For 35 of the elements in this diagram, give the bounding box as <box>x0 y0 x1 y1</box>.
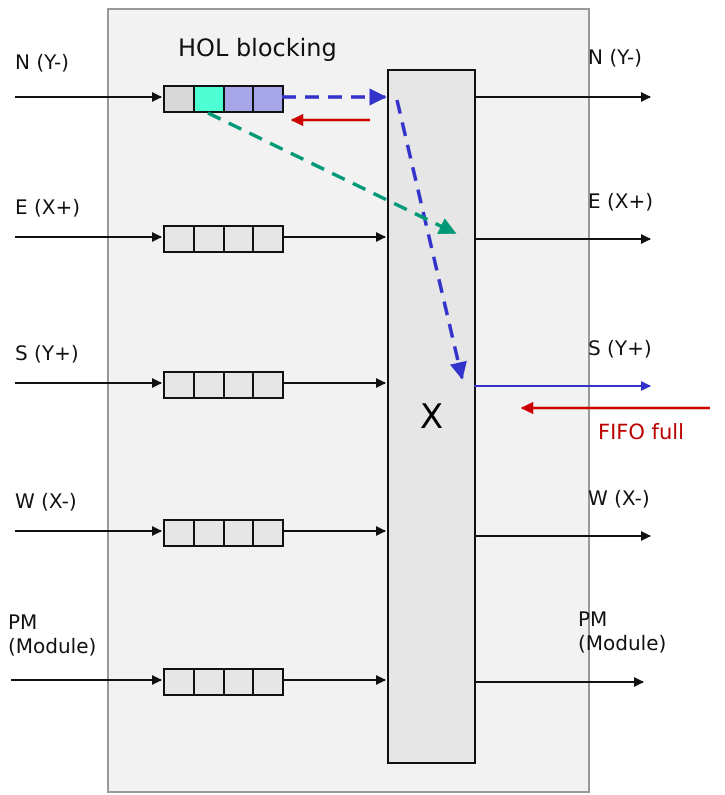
arrow <box>15 232 162 242</box>
arrow <box>474 677 644 687</box>
fifo-queue <box>163 225 284 253</box>
arrow <box>15 378 162 388</box>
fifo-queue <box>163 371 284 399</box>
crossbar-switch <box>387 69 476 764</box>
output-port-label: W (X-) <box>587 486 650 510</box>
fifo-queue <box>163 668 284 696</box>
arrow <box>282 88 387 106</box>
arrow <box>474 381 651 391</box>
input-port-label: N (Y-) <box>14 50 69 74</box>
output-port-label: N (Y-) <box>587 45 642 69</box>
arrow <box>474 92 651 102</box>
input-port-label: PM (Module) <box>8 610 98 658</box>
output-port-label: PM (Module) <box>578 607 668 655</box>
arrow <box>15 526 162 536</box>
arrow <box>282 232 386 242</box>
arrow <box>282 526 386 536</box>
heading-label: HOL blocking <box>178 34 337 62</box>
crossbar-label: X <box>420 396 444 436</box>
output-port-label: E (X+) <box>587 189 654 213</box>
input-port-label: W (X-) <box>14 489 77 513</box>
arrow <box>207 111 457 235</box>
input-port-label: E (X+) <box>14 195 80 219</box>
fifo-queue <box>163 519 284 547</box>
input-port-label: S (Y+) <box>14 341 79 365</box>
fifo-queue <box>163 85 284 113</box>
arrow <box>282 675 386 685</box>
arrow <box>282 378 386 388</box>
arrow <box>11 675 162 685</box>
arrow <box>474 531 651 541</box>
arrow <box>474 234 651 244</box>
status-label: FIFO full <box>598 420 684 444</box>
output-port-label: S (Y+) <box>587 336 652 360</box>
arrow <box>15 92 162 102</box>
